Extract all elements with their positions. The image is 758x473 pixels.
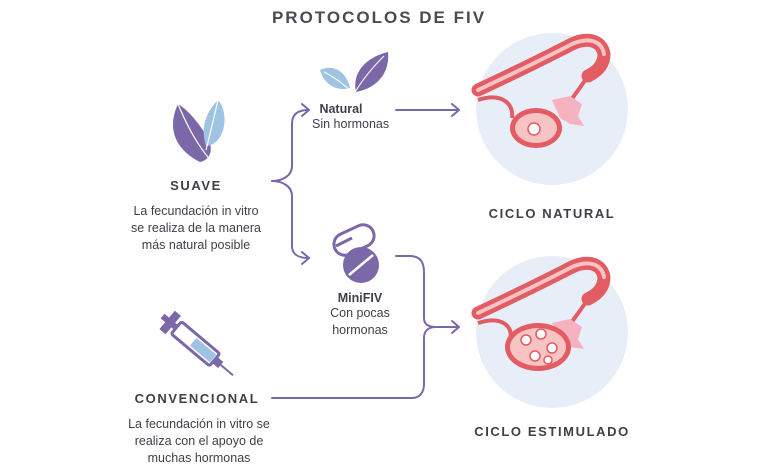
natural-name: Natural xyxy=(312,102,370,116)
minifiv-label: MiniFIV Con pocas hormonas xyxy=(320,291,400,339)
suave-heading: SUAVE xyxy=(146,178,246,193)
convencional-description-line: realiza con el apoyo de xyxy=(110,433,288,450)
syringe-icon xyxy=(155,307,241,385)
pills-icon xyxy=(330,221,379,283)
suave-description-line: La fecundación in vitro xyxy=(110,203,282,220)
suave-description-line: más natural posible xyxy=(110,237,282,254)
leaves-icon xyxy=(320,52,388,94)
suave-description-line: se realiza de la manera xyxy=(110,220,282,237)
suave-description: La fecundación in vitro se realiza de la… xyxy=(110,203,282,254)
minifiv-name: MiniFIV xyxy=(320,291,400,305)
minifiv-detail-line: Con pocas xyxy=(320,305,400,322)
convencional-description-line: La fecundación in vitro se xyxy=(110,416,288,433)
convencional-heading: CONVENCIONAL xyxy=(116,391,278,406)
natural-cycle-label: CICLO NATURAL xyxy=(476,206,628,221)
convencional-description: La fecundación in vitro se realiza con e… xyxy=(110,416,288,467)
minifiv-detail-line: hormonas xyxy=(320,322,400,339)
natural-label: Natural Sin hormonas xyxy=(312,102,402,133)
natural-detail: Sin hormonas xyxy=(312,116,402,133)
stimulated-cycle-label: CICLO ESTIMULADO xyxy=(462,424,642,439)
convencional-description-line: muchas hormonas xyxy=(110,450,288,467)
feathers-icon xyxy=(173,100,225,162)
